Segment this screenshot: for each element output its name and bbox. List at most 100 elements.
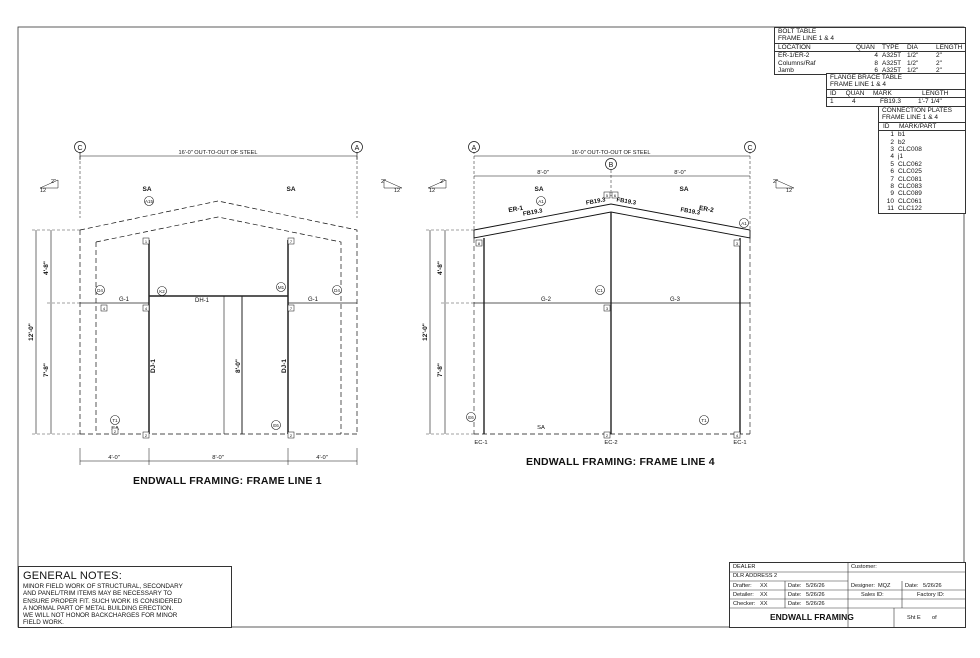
designer-value: MQZ (878, 583, 891, 589)
bolt-header-length: LENGTH (936, 43, 963, 51)
table-cell: 10 (886, 197, 894, 205)
sales-id-label: Sales ID: (861, 592, 884, 598)
table-cell: FB19.3 (880, 98, 901, 106)
flange-header-length: LENGTH (922, 89, 949, 97)
dim-total: 12'-0" (28, 323, 35, 341)
sa-label-left: SA (142, 186, 151, 193)
table-cell: 11 (887, 205, 894, 213)
date-value: 5/26/26 (923, 583, 942, 589)
table-cell: 4 (890, 153, 894, 161)
table-cell: 2" (936, 52, 942, 60)
tag-bubble (144, 196, 154, 206)
grid-bubble-c (74, 141, 86, 153)
rafter-label-right: ER-2 (698, 205, 714, 215)
table-cell: 8 (874, 59, 878, 67)
slope-rise-left: 2" (440, 179, 445, 185)
general-notes: GENERAL NOTES: MINOR FIELD WORK OF STRUC… (18, 566, 232, 628)
connection-plates-table: CONNECTION PLATES FRAME LINE 1 & 4 ID MA… (878, 106, 966, 214)
tag-bubble (332, 285, 342, 295)
jamb-label-right: DJ-1 (281, 359, 288, 373)
table-cell: 1'-7 1/4" (918, 98, 942, 106)
plates-header-id: ID (883, 122, 890, 130)
table-cell: 7 (890, 175, 894, 183)
flange-label-right: FB19.3 (680, 207, 701, 216)
clip-mark: 2 (290, 433, 293, 438)
date-value: 5/26/26 (806, 592, 825, 598)
tag-bubble (536, 196, 546, 206)
table-cell: b1 (898, 131, 906, 139)
table-cell: 1/2" (907, 59, 919, 67)
tag-c1: C1 (597, 288, 603, 293)
plates-table-title: CONNECTION PLATES (882, 107, 952, 114)
notes-line: WE WILL NOT HONOR BACKCHARGES FOR MINOR (23, 612, 178, 620)
table-cell: Columns/Raf (778, 59, 816, 67)
bolt-table: BOLT TABLE FRAME LINE 1 & 4 LOCATION QUA… (774, 27, 966, 76)
dim-upper: 4'-8" (437, 261, 444, 275)
tag-bubble (739, 218, 749, 228)
bolt-header-type: TYPE (882, 43, 899, 51)
tag-bubble (110, 415, 120, 425)
tag-bubble (595, 285, 605, 295)
checker-value: XX (760, 601, 768, 607)
flange-label-left: FB19.3 (523, 208, 544, 217)
frame-line-4-drawing: A C B 16'-0" OUT-TO-OUT OF STEEL 8'-0" 8… (422, 141, 795, 446)
tag-bubble (276, 282, 286, 292)
bolt-table-title: BOLT TABLE (778, 28, 817, 35)
date-value: 5/26/26 (806, 601, 825, 607)
girt-label-left: G-2 (541, 297, 552, 303)
table-row: Columns/Raf 8 A325T 1/2" 2" (775, 60, 965, 67)
slope-symbol-left (40, 180, 59, 189)
grid-label-left: A (472, 145, 477, 152)
dim-total: 12'-0" (422, 323, 429, 341)
table-cell: CLC025 (898, 168, 922, 176)
clip-mark: 7 (290, 239, 293, 244)
slope-symbol-right (775, 180, 794, 189)
dealer-address: DLR ADDRESS 2 (733, 573, 778, 579)
grid-bubble-a (351, 141, 363, 153)
dim-door: 8'-0" (235, 359, 242, 373)
clip-mark: 3 (736, 241, 739, 246)
dim-upper: 4'-8" (43, 261, 50, 275)
clip-mark: 4 (736, 433, 739, 438)
bolt-header-dia: DIA (907, 43, 918, 51)
tag-e6: E6 (273, 423, 279, 428)
bolt-header-quan: QUAN (856, 43, 875, 51)
column-label-mid: EC-2 (604, 440, 617, 446)
flange-header-quan: QUAN (845, 89, 865, 97)
designer-label: Designer: (851, 583, 875, 589)
slope-symbol-left (428, 180, 447, 189)
column-label-right: EC-1 (733, 440, 746, 446)
flange-header-id: ID (830, 89, 837, 97)
tag-k2: K2 (159, 289, 165, 294)
frame-line-1-drawing: C A 16'-0" OUT-TO-OUT OF STEEL 2" 12 2" … (28, 141, 403, 465)
tag-m1: M1 (278, 285, 285, 290)
tag-d4-right: D4 (334, 288, 340, 293)
clip-mark: 2 (145, 433, 148, 438)
clip-mark: 4 (103, 306, 106, 311)
table-cell: 2" (936, 67, 942, 75)
table-cell: ER-1/ER-2 (778, 52, 810, 60)
grid-bubble-b (605, 158, 617, 170)
slope-rise-right: 2" (381, 179, 386, 185)
clip-mark: 2 (606, 433, 609, 438)
plates-table-subtitle: FRAME LINE 1 & 4 (882, 114, 938, 122)
table-cell: CLC081 (898, 175, 922, 183)
table-cell: 2" (936, 59, 942, 67)
sheet-of-label: of (932, 615, 937, 621)
notes-line: MINOR FIELD WORK OF STRUCTURAL, SECONDAR… (23, 583, 183, 590)
table-cell: 4 (852, 98, 856, 106)
notes-title: GENERAL NOTES: (23, 570, 122, 582)
table-cell: CLC062 (898, 160, 922, 168)
flange-brace-table: FLANGE BRACE TABLE FRAME LINE 1 & 4 ID Q… (826, 73, 966, 107)
factory-id-label: Factory ID: (917, 592, 945, 598)
bolt-header-location: LOCATION (778, 43, 811, 51)
customer-label: Customer: (851, 564, 877, 570)
table-cell: CLC061 (898, 197, 922, 205)
grid-bubble-c (744, 141, 756, 153)
